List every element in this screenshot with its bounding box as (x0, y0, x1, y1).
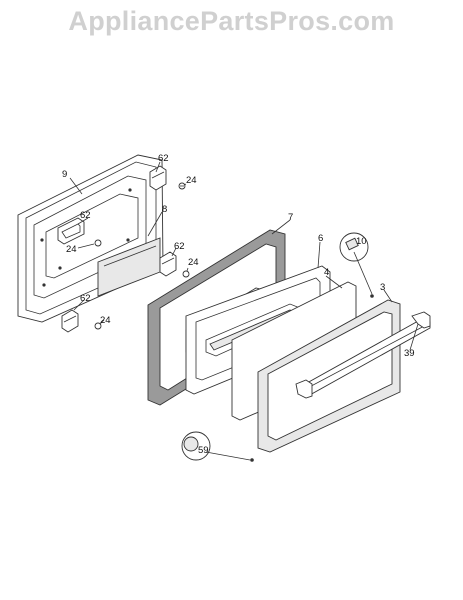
screw-lower[interactable] (94, 322, 102, 330)
label-insulation: 8 (162, 204, 167, 215)
screw-middle[interactable] (182, 270, 190, 278)
hinge-upper-right[interactable] (149, 165, 167, 191)
label-hinge-lower: 62 (80, 293, 91, 304)
bumper[interactable] (339, 232, 374, 298)
label-door-panel: 7 (288, 212, 293, 223)
label-outer-glass: 4 (324, 267, 329, 278)
label-handle: 39 (404, 348, 415, 359)
label-inner-glass: 6 (318, 233, 323, 244)
label-screw-upper-right: 24 (186, 175, 197, 186)
label-screw-lower: 24 (100, 315, 111, 326)
hinge-middle[interactable] (159, 251, 177, 277)
label-glass-frame: 3 (380, 282, 385, 293)
screw-upper-right[interactable] (178, 182, 186, 190)
part-labels: 9 62 24 62 24 8 62 24 62 24 7 6 4 3 39 1… (62, 153, 415, 456)
knob[interactable] (181, 431, 254, 462)
hinge-inner[interactable] (57, 217, 85, 245)
leader-lines (69, 161, 419, 351)
hinge-lower[interactable] (61, 309, 79, 333)
label-screw-middle: 24 (188, 257, 199, 268)
watermark-text: AppliancePartsPros.com (68, 6, 395, 36)
screw-inner[interactable] (94, 239, 102, 247)
label-knob: 59 (198, 445, 209, 456)
label-screw-inner: 24 (66, 244, 77, 255)
label-bumper: 10 (356, 236, 367, 247)
label-hinge-inner: 62 (80, 210, 91, 221)
handle[interactable] (295, 311, 431, 399)
label-hinge-upper-right: 62 (158, 153, 169, 164)
label-hinge-middle: 62 (174, 241, 185, 252)
label-door-liner: 9 (62, 169, 67, 180)
